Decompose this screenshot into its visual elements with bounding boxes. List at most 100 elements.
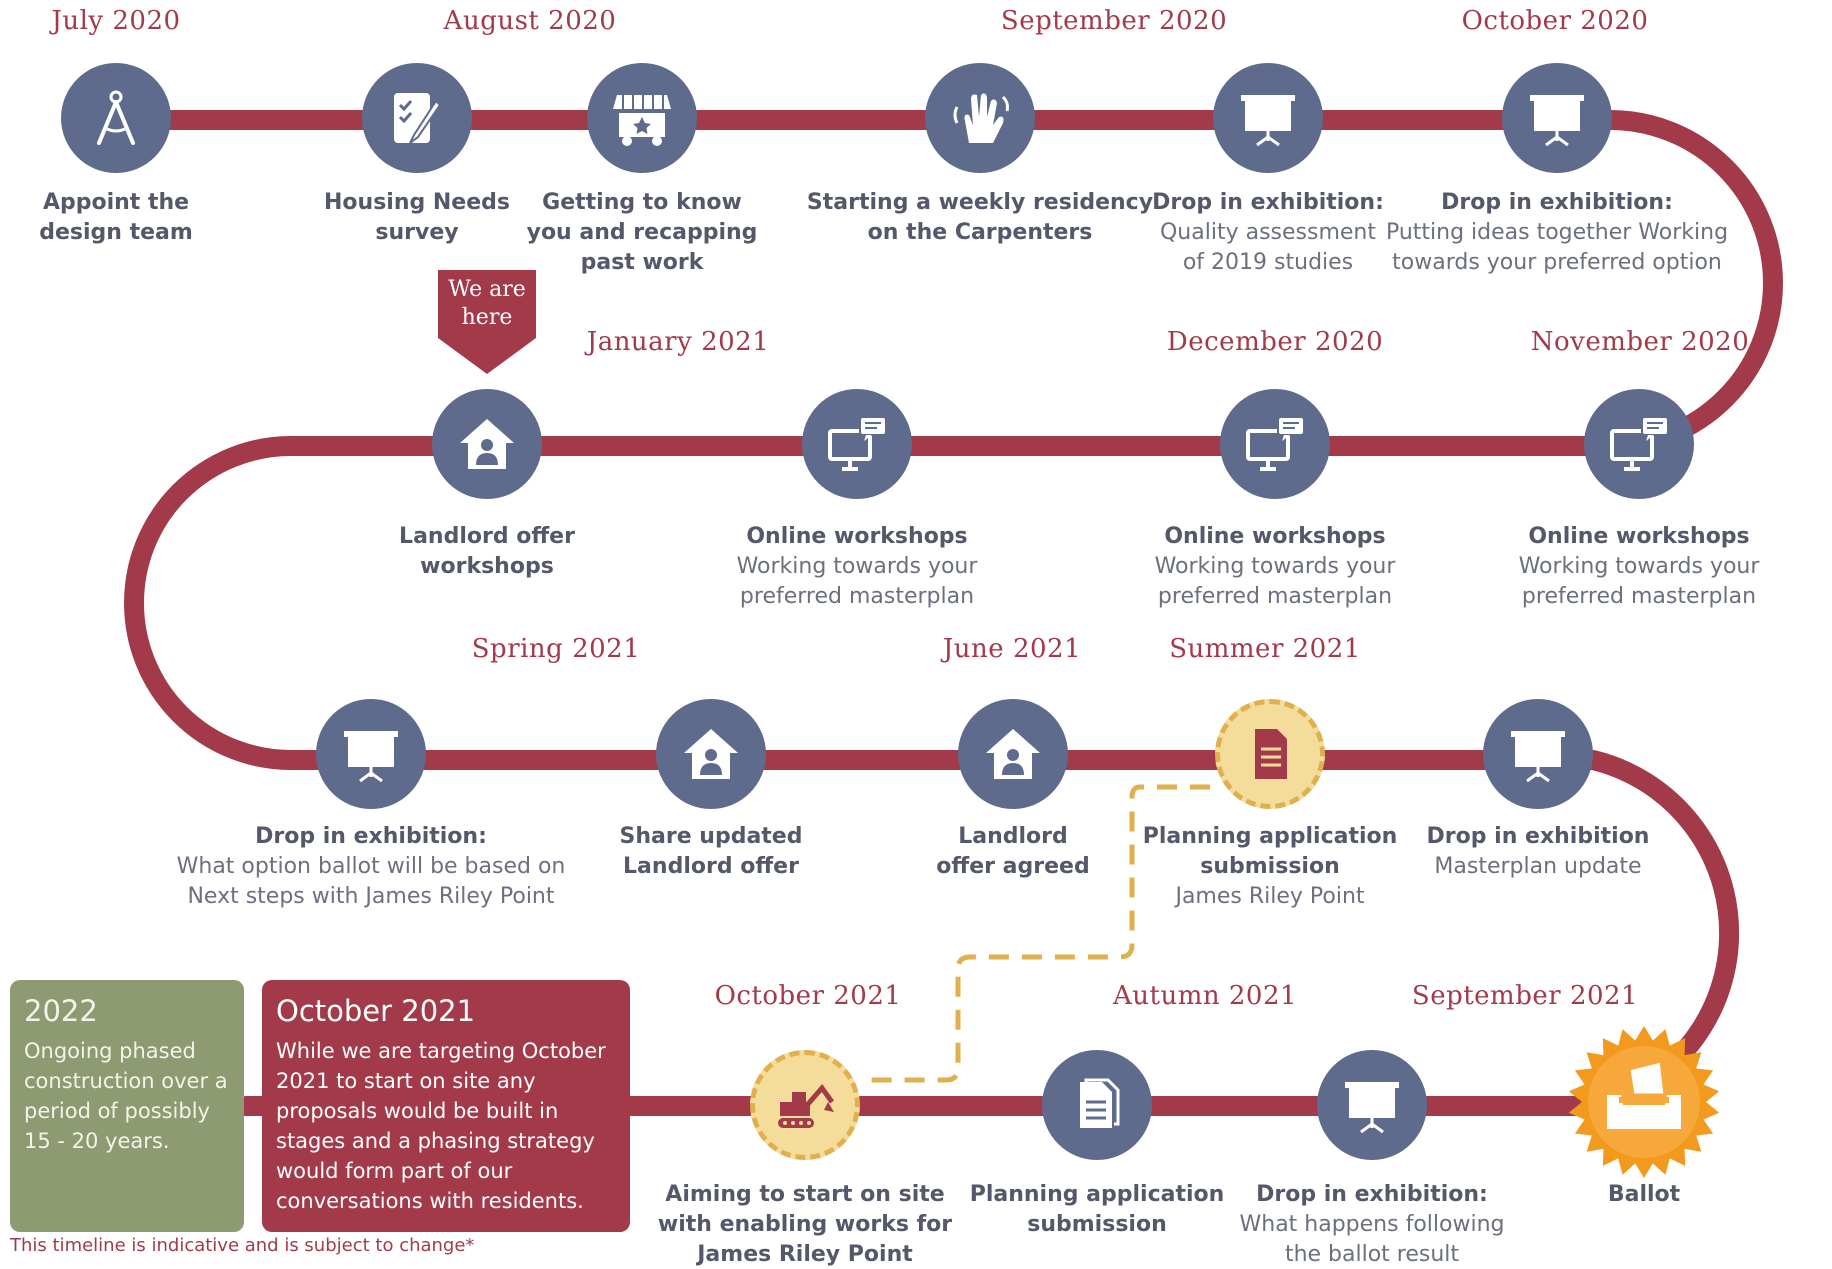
step-title: Housing Needs bbox=[324, 190, 510, 215]
step-title: on the Carpenters bbox=[867, 220, 1093, 245]
date-spring-2021: Spring 2021 bbox=[471, 634, 641, 664]
waving-hand-icon bbox=[925, 63, 1035, 173]
presentation-board-icon bbox=[316, 699, 426, 809]
step-title: design team bbox=[39, 220, 193, 245]
house-icon bbox=[656, 699, 766, 809]
step-drop-in-putting-ideas: Drop in exhibition: Putting ideas togeth… bbox=[1386, 188, 1728, 278]
step-title: Share updated bbox=[619, 824, 803, 849]
info-box-line: conversations with residents. bbox=[276, 1189, 584, 1213]
disclaimer-text: This timeline is indicative and is subje… bbox=[10, 1235, 475, 1256]
step-title: workshops bbox=[420, 554, 554, 579]
info-box-line: 2021 to start on site any bbox=[276, 1069, 536, 1093]
step-drop-in-option-ballot: Drop in exhibition: What option ballot w… bbox=[177, 822, 566, 912]
step-title: Getting to know bbox=[542, 190, 742, 215]
online-chat-monitor-icon bbox=[1220, 389, 1330, 499]
presentation-board-icon bbox=[1483, 699, 1593, 809]
step-title: Landlord offer bbox=[399, 524, 575, 549]
info-box-title: 2022 bbox=[24, 994, 98, 1028]
step-start-on-site: Aiming to start on site with enabling wo… bbox=[658, 1180, 952, 1269]
step-subtitle: Masterplan update bbox=[1434, 854, 1642, 879]
step-title: Online workshops bbox=[1528, 524, 1750, 549]
step-title: Drop in exhibition: bbox=[1441, 190, 1673, 215]
step-share-updated-offer: Share updated Landlord offer bbox=[620, 822, 803, 882]
step-title: past work bbox=[580, 250, 704, 275]
info-box-2022: 2022 Ongoing phased construction over a … bbox=[10, 980, 244, 1232]
step-online-workshops-dec: Online workshops Working towards your pr… bbox=[1155, 522, 1396, 612]
step-getting-to-know-you: Getting to know you and recapping past w… bbox=[527, 188, 758, 278]
presentation-board-icon bbox=[1317, 1050, 1427, 1160]
step-title: Online workshops bbox=[746, 524, 968, 549]
step-title: submission bbox=[1200, 854, 1340, 879]
step-housing-needs-survey: Housing Needs survey bbox=[324, 188, 510, 248]
house-icon bbox=[432, 389, 542, 499]
info-box-line: proposals would be built in bbox=[276, 1099, 559, 1123]
market-stall-icon bbox=[587, 63, 697, 173]
step-subtitle: the ballot result bbox=[1284, 1242, 1460, 1267]
step-title: Drop in exhibition: bbox=[1152, 190, 1384, 215]
presentation-board-icon bbox=[1502, 63, 1612, 173]
info-box-line: 15 - 20 years. bbox=[24, 1129, 170, 1153]
document-icon bbox=[1042, 1050, 1152, 1160]
date-october-2020: October 2020 bbox=[1461, 6, 1649, 36]
step-title: Drop in exhibition: bbox=[255, 824, 487, 849]
step-title: Drop in exhibition: bbox=[1256, 1182, 1488, 1207]
step-drop-in-quality-assessment: Drop in exhibition: Quality assessment o… bbox=[1152, 188, 1384, 278]
info-box-line: While we are targeting October bbox=[276, 1039, 606, 1063]
compass-icon bbox=[61, 63, 171, 173]
date-autumn-2021: Autumn 2021 bbox=[1112, 981, 1298, 1011]
ballot-box-icon bbox=[1567, 1025, 1721, 1179]
step-title: submission bbox=[1027, 1212, 1167, 1237]
step-title: with enabling works for bbox=[657, 1212, 953, 1237]
date-june-2021: June 2021 bbox=[942, 634, 1082, 664]
date-july-2020: July 2020 bbox=[51, 6, 181, 36]
document-icon bbox=[1215, 699, 1325, 809]
date-november-2020: November 2020 bbox=[1530, 327, 1750, 357]
step-subtitle: Quality assessment bbox=[1159, 220, 1377, 245]
date-september-2020: September 2020 bbox=[1000, 6, 1228, 36]
step-subtitle: Putting ideas together Working bbox=[1385, 220, 1729, 245]
step-weekly-residency: Starting a weekly residency on the Carpe… bbox=[807, 188, 1153, 248]
step-subtitle: James Riley Point bbox=[1175, 884, 1365, 909]
step-subtitle: What option ballot will be based on bbox=[176, 854, 566, 879]
step-title: Planning application bbox=[1142, 824, 1398, 849]
step-subtitle: of 2019 studies bbox=[1182, 250, 1354, 275]
step-subtitle: Working towards your bbox=[736, 554, 978, 579]
info-box-line: Ongoing phased bbox=[24, 1039, 196, 1063]
we-are-here-marker: We are here bbox=[438, 270, 536, 374]
step-subtitle: Working towards your bbox=[1518, 554, 1760, 579]
date-october-2021: October 2021 bbox=[714, 981, 902, 1011]
step-title: Starting a weekly residency bbox=[806, 190, 1154, 215]
step-subtitle: What happens following bbox=[1239, 1212, 1505, 1237]
step-online-workshops-jan: Online workshops Working towards your pr… bbox=[737, 522, 978, 612]
step-ballot: Ballot bbox=[1608, 1180, 1680, 1210]
step-planning-application-jrp: Planning application submission James Ri… bbox=[1143, 822, 1398, 912]
step-online-workshops-nov: Online workshops Working towards your pr… bbox=[1519, 522, 1760, 612]
date-december-2020: December 2020 bbox=[1166, 327, 1384, 357]
step-subtitle: Next steps with James Riley Point bbox=[187, 884, 555, 909]
step-subtitle: preferred masterplan bbox=[1521, 584, 1757, 609]
step-title: offer agreed bbox=[936, 854, 1090, 879]
step-subtitle: towards your preferred option bbox=[1392, 250, 1722, 275]
excavator-icon bbox=[750, 1050, 860, 1160]
step-title: Planning application bbox=[969, 1182, 1225, 1207]
date-january-2021: January 2021 bbox=[586, 327, 770, 357]
step-title: Drop in exhibition bbox=[1426, 824, 1650, 849]
online-chat-monitor-icon bbox=[802, 389, 912, 499]
date-summer-2021: Summer 2021 bbox=[1169, 634, 1361, 664]
date-august-2020: August 2020 bbox=[443, 6, 617, 36]
info-box-line: period of possibly bbox=[24, 1099, 210, 1123]
step-title: Online workshops bbox=[1164, 524, 1386, 549]
online-chat-monitor-icon bbox=[1584, 389, 1694, 499]
presentation-board-icon bbox=[1213, 63, 1323, 173]
step-title: Ballot bbox=[1607, 1182, 1681, 1207]
dashed-connector bbox=[868, 784, 1210, 1083]
step-title: James Riley Point bbox=[697, 1242, 913, 1267]
info-box-line: would form part of our bbox=[276, 1159, 513, 1183]
survey-clipboard-icon bbox=[362, 63, 472, 173]
info-box-line: stages and a phasing strategy bbox=[276, 1129, 595, 1153]
step-subtitle: Working towards your bbox=[1154, 554, 1396, 579]
step-appoint-design-team: Appoint the design team bbox=[39, 188, 193, 248]
step-title: you and recapping bbox=[526, 220, 758, 245]
